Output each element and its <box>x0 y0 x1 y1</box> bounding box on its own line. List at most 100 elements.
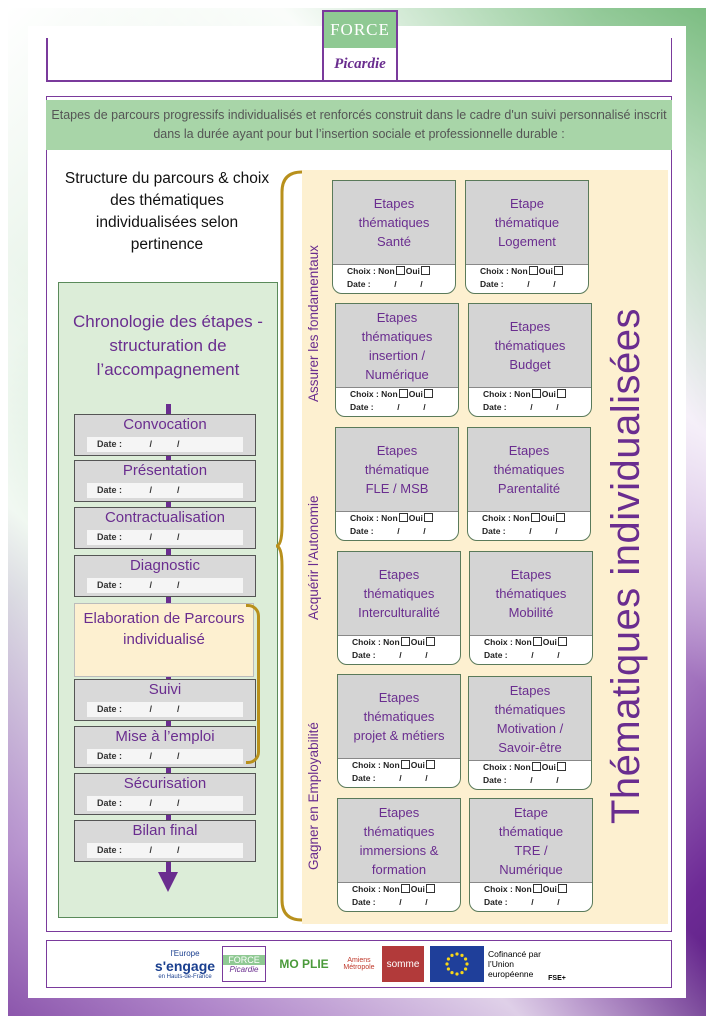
oui-checkbox[interactable] <box>425 760 435 769</box>
oui-checkbox[interactable] <box>556 762 566 771</box>
card-title-line: Motivation / <box>496 720 564 736</box>
step-title: Elaboration de Parcours individualisé <box>83 610 245 648</box>
choice-oui-label: Oui <box>408 389 423 399</box>
card-title-line: thématiques <box>361 328 433 344</box>
card-date-field[interactable]: Date : / / <box>352 897 428 907</box>
oui-checkbox[interactable] <box>423 389 433 398</box>
cofinance-text: Cofinancé par l’Union européenne <box>488 949 541 979</box>
step-date-field[interactable]: Date : / / <box>87 796 243 811</box>
force-small-bottom: Picardie <box>229 964 259 974</box>
card-title-line: thématiques <box>363 823 435 839</box>
oui-checkbox[interactable] <box>420 266 430 275</box>
oui-checkbox[interactable] <box>423 513 433 522</box>
oui-checkbox[interactable] <box>556 389 566 398</box>
card-date-field[interactable]: Date : / / <box>482 526 558 536</box>
card-date-field[interactable]: Date : / / <box>350 402 426 412</box>
eu-flag-icon <box>430 946 484 982</box>
non-checkbox[interactable] <box>395 266 405 275</box>
force-picardie-logo: FORCE Picardie <box>322 10 398 82</box>
card-title-line: thématiques <box>494 701 566 717</box>
non-checkbox[interactable] <box>398 513 408 522</box>
card-date-field[interactable]: Date : / / <box>483 402 559 412</box>
chronology-title: Chronologie des étapes - structuration d… <box>73 312 263 379</box>
card-title-line: Etapes <box>508 443 550 458</box>
step-date-field[interactable]: Date : / / <box>87 483 243 498</box>
non-checkbox[interactable] <box>400 760 410 769</box>
force-picardie-small-logo: FORCE Picardie <box>222 946 266 982</box>
choice-non-label: Choix : Non <box>484 884 532 894</box>
card-date-field[interactable]: Date : / / <box>483 775 559 785</box>
oui-checkbox[interactable] <box>425 884 435 893</box>
step-date-field[interactable]: Date : / / <box>87 530 243 545</box>
section-label-autonomie: Acquérir l’Autonomie <box>306 495 321 620</box>
card-date-field[interactable]: Date : / / <box>347 279 423 289</box>
non-checkbox[interactable] <box>531 762 541 771</box>
card-date-field[interactable]: Date : / / <box>484 897 560 907</box>
non-checkbox[interactable] <box>530 513 540 522</box>
card-title-line: TRE / <box>514 842 548 858</box>
non-checkbox[interactable] <box>532 884 542 893</box>
card-title-line: thématiques <box>494 338 566 353</box>
non-checkbox[interactable] <box>400 884 410 893</box>
card-title-line: insertion / <box>368 347 426 363</box>
card-date-field[interactable]: Date : / / <box>480 279 556 289</box>
oui-checkbox[interactable] <box>557 637 567 646</box>
choice-oui-label: Oui <box>408 513 423 523</box>
card-title-line: thématiques <box>358 215 430 230</box>
card-title-line: Numérique <box>365 366 429 382</box>
step-date-field[interactable]: Date : / / <box>87 437 243 452</box>
oui-checkbox[interactable] <box>557 884 567 893</box>
card-date-field[interactable]: Date : / / <box>484 650 560 660</box>
non-checkbox[interactable] <box>532 637 542 646</box>
mo-plie-logo: MO PLIE <box>279 957 329 971</box>
choice-oui-label: Oui <box>405 266 420 276</box>
europe-line2: s'engage <box>154 957 216 974</box>
choice-non-label: Choix : Non <box>352 637 400 647</box>
step-date-field[interactable]: Date : / / <box>87 749 243 764</box>
step-date-field[interactable]: Date : / / <box>87 578 243 593</box>
non-checkbox[interactable] <box>528 266 538 275</box>
section-label-fondamentaux: Assurer les fondamentaux <box>306 245 321 402</box>
choice-non-label: Choix : Non <box>352 760 400 770</box>
europe-line1: l'Europe <box>170 948 200 958</box>
oui-checkbox[interactable] <box>425 637 435 646</box>
card-title-line: Parentalité <box>497 481 561 496</box>
card-date-field[interactable]: Date : / / <box>352 773 428 783</box>
card-date-field[interactable]: Date : / / <box>352 650 428 660</box>
card-date-field[interactable]: Date : / / <box>350 526 426 536</box>
card-title-line: Etapes <box>378 567 420 582</box>
card-title-line: Etape <box>510 196 544 211</box>
footer-logos-bar <box>46 940 672 988</box>
structure-title: Structure du parcours & choix des thémat… <box>64 170 270 253</box>
oui-checkbox[interactable] <box>555 513 565 522</box>
step-date-field[interactable]: Date : / / <box>87 702 243 717</box>
non-checkbox[interactable] <box>400 637 410 646</box>
choice-non-label: Choix : Non <box>483 389 531 399</box>
step-date-field[interactable]: Date : / / <box>87 843 243 858</box>
non-checkbox[interactable] <box>398 389 408 398</box>
oui-checkbox[interactable] <box>553 266 563 275</box>
card-title-line: formation <box>371 861 427 877</box>
fse-plus-text: FSE+ <box>548 975 566 982</box>
non-checkbox[interactable] <box>531 389 541 398</box>
card-title-line: Budget <box>509 357 551 372</box>
card-title-line: Mobilité <box>508 605 554 620</box>
